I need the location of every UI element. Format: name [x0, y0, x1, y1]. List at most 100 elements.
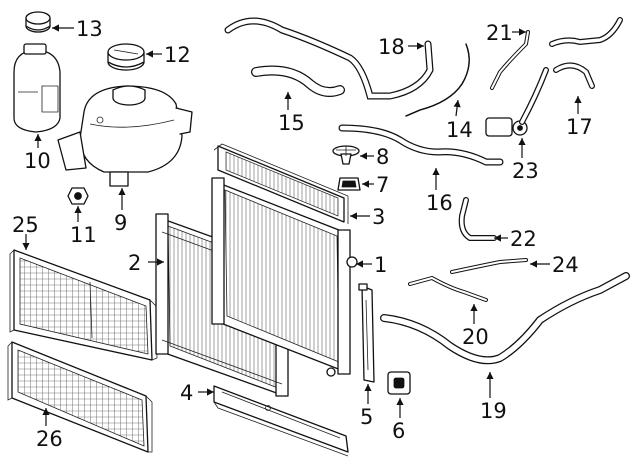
callout-label-21: 21 [486, 21, 513, 45]
callout-label-24: 24 [552, 253, 579, 277]
callout-label-10: 10 [24, 149, 51, 173]
callout-arrow-19 [486, 372, 494, 379]
part-5-side-seal [358, 283, 375, 383]
part-9-expansion-tank [57, 85, 193, 187]
callout-23: 23 [512, 138, 539, 183]
callout-arrow-15 [284, 92, 292, 99]
callout-label-2: 2 [128, 251, 141, 275]
callout-label-25: 25 [12, 213, 39, 237]
callout-26: 26 [36, 408, 63, 451]
callout-16: 16 [426, 168, 453, 215]
callout-arrow-12 [146, 50, 153, 58]
callout-14: 14 [446, 99, 473, 142]
callout-label-6: 6 [392, 419, 405, 443]
callout-arrow-20 [470, 304, 478, 311]
callout-arrow-22 [494, 234, 501, 242]
callout-11: 11 [70, 206, 97, 247]
callout-label-16: 16 [426, 191, 453, 215]
callout-18: 18 [378, 35, 424, 59]
callout-2: 2 [128, 251, 164, 275]
callout-12: 12 [146, 43, 191, 67]
callout-15: 15 [278, 92, 305, 135]
callout-arrow-14 [453, 100, 461, 108]
callout-arrow-18 [417, 42, 424, 50]
callout-label-12: 12 [164, 43, 191, 67]
callout-20: 20 [462, 304, 489, 349]
callout-labels: 1234567891011121314151617181920212223242… [12, 17, 593, 451]
part-17-hose [549, 17, 623, 89]
callout-8: 8 [360, 145, 389, 169]
callout-arrow-1 [356, 260, 363, 268]
callout-label-19: 19 [480, 399, 507, 423]
part-4-air-deflector [213, 385, 349, 457]
callout-5: 5 [360, 384, 373, 429]
callout-4: 4 [180, 381, 214, 405]
callout-arrow-9 [118, 188, 126, 195]
part-15-hose [251, 65, 345, 97]
callout-arrow-5 [364, 384, 372, 391]
part-18-hose [224, 17, 434, 100]
callout-17: 17 [566, 96, 593, 139]
callout-label-17: 17 [566, 115, 593, 139]
part-25-upper-grille [9, 249, 158, 361]
callout-label-7: 7 [376, 173, 389, 197]
part-14-hose [405, 43, 470, 117]
part-24-hose [450, 258, 528, 274]
part-26-lower-grille [7, 341, 153, 453]
callout-arrow-13 [52, 24, 59, 32]
callout-label-8: 8 [376, 145, 389, 169]
callout-25: 25 [12, 213, 39, 250]
part-3-intercooler [213, 143, 349, 224]
callout-label-22: 22 [510, 227, 537, 251]
callout-label-1: 1 [374, 253, 387, 277]
part-6-bracket [387, 371, 411, 395]
callout-label-18: 18 [378, 35, 405, 59]
callout-22: 22 [494, 227, 537, 251]
part-16-hose [338, 124, 504, 166]
callout-label-26: 26 [36, 427, 63, 451]
callout-13: 13 [52, 17, 103, 41]
callout-1: 1 [356, 253, 387, 277]
part-10-reservoir [13, 43, 61, 133]
callout-label-3: 3 [372, 205, 385, 229]
part-21-hose [490, 30, 530, 90]
callout-3: 3 [350, 205, 385, 229]
callout-19: 19 [480, 372, 507, 423]
callout-arrow-2 [157, 258, 164, 266]
callout-arrow-8 [360, 152, 367, 160]
callout-arrow-25 [22, 243, 30, 250]
callout-10: 10 [24, 134, 51, 173]
callout-arrow-11 [74, 206, 82, 213]
part-23-valve [485, 67, 549, 137]
callout-9: 9 [114, 188, 127, 235]
callout-arrow-10 [34, 134, 42, 141]
part-11-fitting [67, 187, 89, 205]
part-19-hose [380, 272, 630, 365]
callout-arrow-23 [518, 138, 526, 145]
callout-label-23: 23 [512, 159, 539, 183]
callout-label-14: 14 [446, 118, 473, 142]
callout-6: 6 [392, 398, 405, 443]
callout-label-15: 15 [278, 111, 305, 135]
part-22-hose [458, 197, 497, 241]
callout-label-5: 5 [360, 405, 373, 429]
callout-arrow-17 [574, 96, 582, 103]
callout-arrow-24 [530, 260, 537, 268]
callout-arrow-16 [432, 168, 440, 175]
callout-label-9: 9 [114, 211, 127, 235]
callout-arrow-21 [519, 28, 526, 36]
callout-21: 21 [486, 21, 526, 45]
callout-arrow-7 [362, 180, 369, 188]
part-20-hose [408, 275, 488, 302]
callout-label-11: 11 [70, 223, 97, 247]
callout-label-13: 13 [76, 17, 103, 41]
part-7-clip [337, 177, 361, 191]
callout-7: 7 [362, 173, 389, 197]
callout-label-20: 20 [462, 325, 489, 349]
callout-arrow-4 [207, 388, 214, 396]
callout-arrow-6 [396, 398, 404, 405]
callout-arrow-26 [42, 408, 50, 415]
part-1-radiator [211, 177, 358, 377]
